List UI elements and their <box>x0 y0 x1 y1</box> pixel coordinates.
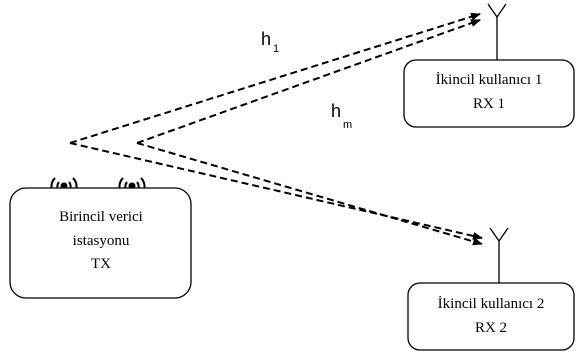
h1-subscript: 1 <box>273 43 279 55</box>
tx-label-line1: Birincil verici <box>59 209 143 225</box>
rx2-label-line1: İkincil kullanıcı 2 <box>438 296 545 312</box>
link-tx1-rx2 <box>69 142 483 240</box>
transmitter-box: Birincil verici istasyonu TX <box>9 187 192 299</box>
tx-label-line3: TX <box>91 256 111 272</box>
link-tx2-rx1 <box>136 19 481 144</box>
receiver2-box: İkincil kullanıcı 2 RX 2 <box>407 282 575 351</box>
rx2-label-line2: RX 2 <box>475 320 507 336</box>
rx-antenna-icon <box>489 227 509 283</box>
channel-label-h1: h 1 <box>261 29 279 55</box>
tx-label-line2: istasyonu <box>73 233 130 249</box>
rx1-label-line2: RX 1 <box>473 96 505 112</box>
channel-label-hm: h m <box>331 101 352 131</box>
link-tx2-rx2 <box>136 142 483 246</box>
receiver1-box: İkincil kullanıcı 1 RX 1 <box>403 59 575 128</box>
channel-links <box>69 12 483 246</box>
h1-symbol: h <box>261 29 271 49</box>
rx1-label-line1: İkincil kullanıcı 1 <box>436 72 543 88</box>
hm-subscript: m <box>343 119 352 131</box>
hm-symbol: h <box>331 101 341 121</box>
link-tx1-rx1 <box>69 12 481 144</box>
rx-antenna-icon <box>487 3 507 60</box>
